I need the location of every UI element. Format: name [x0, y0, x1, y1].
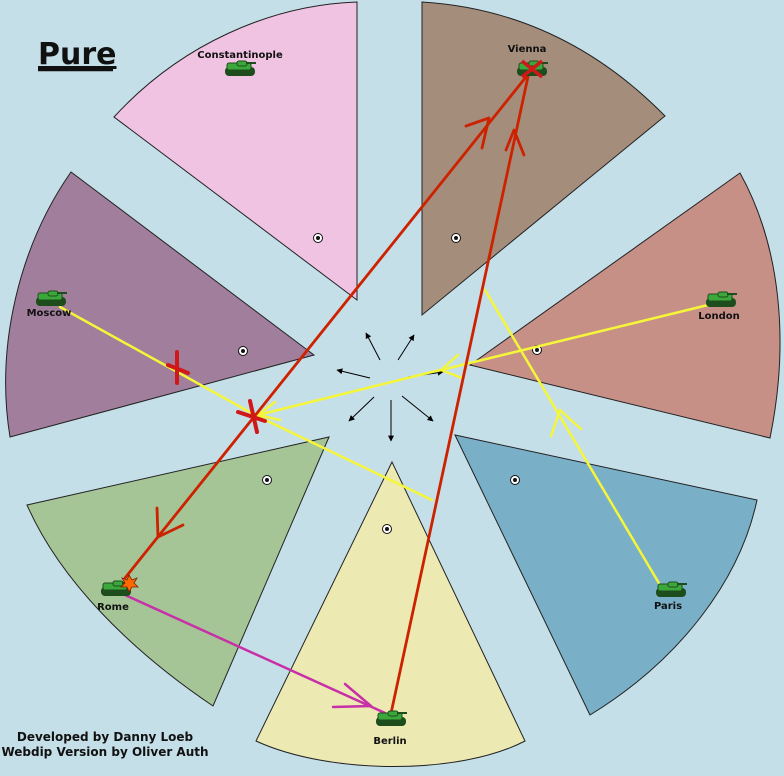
supply-center-berlin-icon	[382, 524, 392, 534]
army-moscow-icon	[36, 290, 67, 306]
label-london: London	[698, 311, 740, 322]
attack-burst-icon	[120, 574, 139, 593]
supply-center-vienna-icon	[451, 233, 461, 243]
credit-developer: Developed by Danny Loeb	[17, 730, 194, 744]
army-london-icon	[706, 291, 737, 307]
supply-center-constantinople-icon	[313, 233, 323, 243]
territory-berlin[interactable]	[255, 460, 526, 767]
territory-paris[interactable]	[454, 434, 758, 716]
territory-rome[interactable]	[26, 436, 330, 707]
units	[36, 59, 737, 726]
map-title: Pure	[38, 37, 117, 72]
order-moscow-support	[58, 305, 434, 502]
army-rome-icon	[101, 574, 139, 596]
order-paris-support	[483, 288, 665, 592]
supply-center-markers	[238, 233, 542, 534]
territory-constantinople[interactable]	[113, 1, 358, 302]
label-vienna: Vienna	[508, 44, 547, 55]
territory-vienna[interactable]	[421, 1, 666, 317]
army-constantinople-icon	[225, 60, 256, 76]
city-labels: Constantinople Vienna London Paris Berli…	[27, 44, 740, 747]
label-paris: Paris	[654, 601, 682, 612]
label-constantinople: Constantinople	[197, 50, 283, 61]
army-vienna-icon	[517, 59, 548, 79]
cut-support-moscow-icon	[166, 350, 190, 385]
territory-moscow[interactable]	[5, 171, 316, 438]
supply-center-rome-icon	[262, 475, 272, 485]
label-moscow: Moscow	[27, 308, 72, 319]
army-berlin-icon	[376, 710, 407, 726]
failed-order-markers	[166, 350, 267, 434]
order-berlin-to-vienna	[388, 70, 531, 720]
supply-center-paris-icon	[510, 475, 520, 485]
order-arrows	[58, 70, 710, 720]
credit-webdip: Webdip Version by Oliver Auth	[1, 745, 208, 759]
label-rome: Rome	[97, 602, 129, 613]
territory-london[interactable]	[468, 172, 781, 439]
army-paris-icon	[656, 581, 687, 597]
supply-center-moscow-icon	[238, 346, 248, 356]
dislodged-marker-icon	[520, 59, 544, 79]
order-rome-to-berlin	[123, 593, 387, 715]
order-rome-to-vienna	[123, 70, 532, 580]
label-berlin: Berlin	[373, 736, 406, 747]
order-london-move	[256, 303, 710, 422]
cut-support-center-icon	[236, 399, 267, 434]
